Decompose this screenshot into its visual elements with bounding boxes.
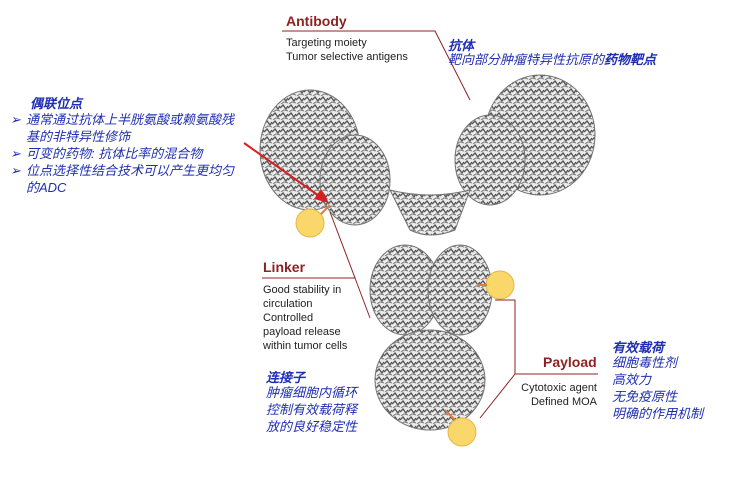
payload-title: Payload: [543, 354, 597, 370]
list-item: ➢通常通过抗体上半胱氨酸或赖氨酸残基的非特异性修饰: [10, 112, 235, 144]
antibody-cn-desc: 靶向部分肿瘤特异性抗原的药物靶点: [448, 52, 657, 67]
linker-title: Linker: [263, 259, 306, 275]
conjugation-bullets: ➢通常通过抗体上半胱氨酸或赖氨酸残基的非特异性修饰 ➢可变的药物: 抗体比率的混…: [10, 111, 245, 196]
antibody-desc-2: Tumor selective antigens: [286, 51, 408, 63]
payload-circle-3: [447, 417, 477, 447]
antibody-structure: [259, 74, 596, 431]
linker-leader-2: [354, 277, 371, 319]
list-item: ➢位点选择性结合技术可以产生更均匀的ADC: [10, 163, 235, 195]
antibody-cn-title: 抗体: [448, 38, 475, 53]
payload-cn-desc: 细胞毒性剂 高效力 无免疫原性 明确的作用机制: [612, 355, 704, 421]
payload-desc: Cytotoxic agent Defined MOA: [521, 382, 597, 408]
antibody-title: Antibody: [286, 13, 347, 29]
payload-leader: [495, 299, 598, 375]
conjugation-title: 偶联位点: [30, 96, 83, 111]
conjugation-arrow: [243, 142, 329, 203]
linker-cn-title: 连接子: [266, 370, 306, 385]
antibody-leader: [282, 30, 471, 101]
payload-circle-2: [485, 270, 515, 300]
payload-circles: [295, 204, 515, 447]
payload-cn-title: 有效载荷: [612, 340, 665, 355]
linker-cn-desc: 肿瘤细胞内循环 控制有效载荷释 放的良好稳定性: [266, 385, 358, 434]
callout-lines: [262, 30, 598, 419]
list-item: ➢可变的药物: 抗体比率的混合物: [10, 146, 203, 161]
antibody-desc-1: Targeting moiety: [286, 37, 367, 49]
linker-desc: Good stability in circulation Controlled…: [263, 284, 348, 352]
payload-circle-1: [295, 208, 325, 238]
payload-leader-2: [479, 373, 516, 419]
